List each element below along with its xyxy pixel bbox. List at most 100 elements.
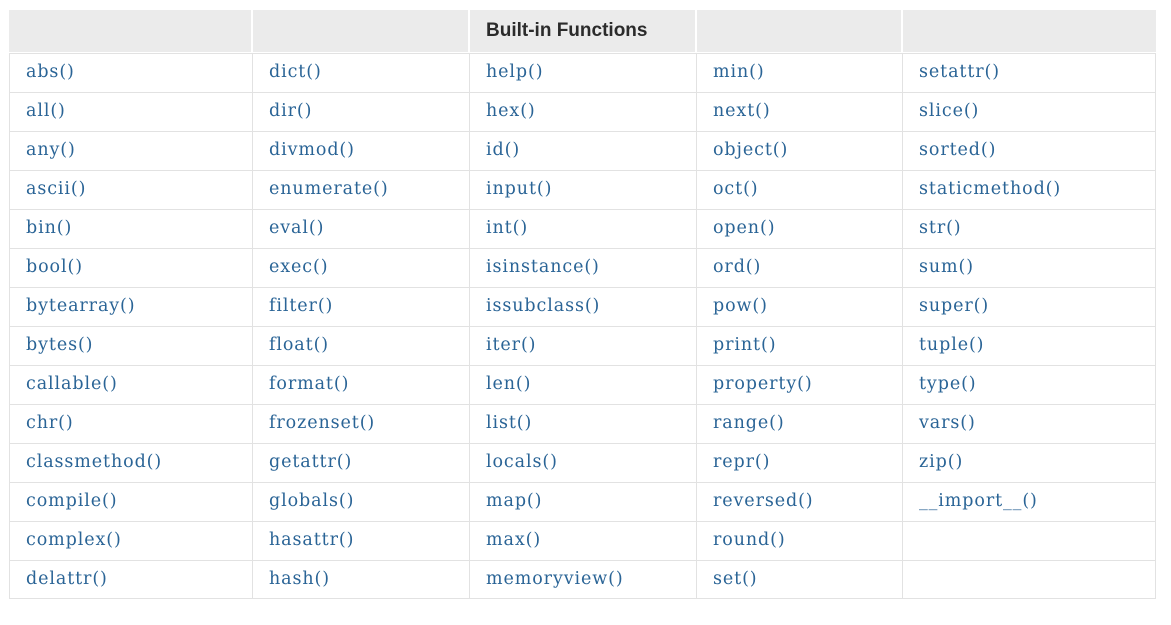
table-row: complex() hasattr() max() round() [9, 521, 1156, 560]
table-row: compile() globals() map() reversed() __impor… [9, 482, 1156, 521]
function-link[interactable]: object() [713, 140, 789, 160]
function-link[interactable]: hasattr() [269, 530, 355, 550]
table-cell: reversed() [697, 482, 903, 521]
function-link[interactable]: issubclass() [486, 296, 601, 316]
function-link[interactable]: open() [713, 218, 776, 238]
function-link[interactable]: slice() [919, 101, 980, 121]
function-link[interactable]: memoryview() [486, 568, 624, 589]
table-cell: all() [9, 92, 253, 131]
function-link[interactable]: pow() [713, 296, 768, 316]
function-link[interactable]: isinstance() [486, 257, 600, 277]
function-link[interactable]: hex() [486, 101, 536, 121]
function-link[interactable]: repr() [713, 452, 771, 472]
function-link[interactable]: max() [486, 530, 542, 550]
function-link[interactable]: help() [486, 62, 544, 82]
function-link[interactable]: exec() [269, 257, 329, 277]
function-link[interactable]: set() [713, 568, 758, 589]
function-link[interactable]: int() [486, 218, 529, 238]
function-link[interactable]: map() [486, 491, 543, 511]
table-cell: globals() [253, 482, 470, 521]
table-cell: input() [470, 170, 697, 209]
function-link[interactable]: compile() [26, 491, 118, 511]
function-link[interactable]: ascii() [26, 179, 87, 199]
function-link[interactable]: complex() [26, 530, 122, 550]
table-cell: divmod() [253, 131, 470, 170]
function-link[interactable]: callable() [26, 374, 118, 394]
function-link[interactable]: all() [26, 101, 66, 121]
table-cell: dir() [253, 92, 470, 131]
function-link[interactable]: super() [919, 296, 990, 316]
table-cell: enumerate() [253, 170, 470, 209]
function-link[interactable]: locals() [486, 452, 558, 472]
function-link[interactable]: globals() [269, 491, 355, 511]
function-link[interactable]: id() [486, 140, 521, 160]
function-link[interactable]: iter() [486, 335, 537, 355]
function-link[interactable]: input() [486, 179, 553, 199]
table-cell: pow() [697, 287, 903, 326]
function-link[interactable]: zip() [919, 452, 964, 472]
function-link[interactable]: tuple() [919, 335, 985, 355]
function-link[interactable]: property() [713, 374, 813, 394]
table-cell: compile() [9, 482, 253, 521]
function-link[interactable]: bool() [26, 257, 83, 277]
function-link[interactable]: next() [713, 101, 771, 121]
function-link[interactable]: getattr() [269, 452, 353, 472]
function-link[interactable]: sum() [919, 257, 975, 277]
function-link[interactable]: type() [919, 374, 977, 394]
table-row: all() dir() hex() next() slice() [9, 92, 1156, 131]
table-cell: next() [697, 92, 903, 131]
table-cell: ascii() [9, 170, 253, 209]
function-link[interactable]: reversed() [713, 491, 814, 511]
function-link[interactable]: enumerate() [269, 179, 389, 199]
table-cell: set() [697, 560, 903, 599]
function-link[interactable]: oct() [713, 179, 759, 199]
function-link[interactable]: any() [26, 140, 76, 160]
table-cell: format() [253, 365, 470, 404]
table-cell: eval() [253, 209, 470, 248]
table-cell: staticmethod() [903, 170, 1156, 209]
function-link[interactable]: float() [269, 335, 330, 355]
function-link[interactable]: eval() [269, 218, 325, 238]
function-link[interactable]: ord() [713, 257, 762, 277]
function-link[interactable]: range() [713, 413, 785, 433]
function-link[interactable]: setattr() [919, 62, 1000, 82]
function-link[interactable]: print() [713, 335, 777, 355]
function-link[interactable]: dir() [269, 101, 313, 121]
table-cell: issubclass() [470, 287, 697, 326]
function-link[interactable]: len() [486, 374, 532, 394]
table-cell: locals() [470, 443, 697, 482]
table-cell [903, 560, 1156, 599]
function-link[interactable]: format() [269, 374, 350, 394]
function-link[interactable]: hash() [269, 568, 331, 589]
function-link[interactable]: bytes() [26, 335, 94, 355]
table-cell: tuple() [903, 326, 1156, 365]
function-link[interactable]: delattr() [26, 568, 108, 589]
function-link[interactable]: round() [713, 530, 786, 550]
function-link[interactable]: abs() [26, 62, 75, 82]
function-link[interactable]: chr() [26, 413, 74, 433]
table-cell: vars() [903, 404, 1156, 443]
function-link[interactable]: bin() [26, 218, 73, 238]
table-cell: frozenset() [253, 404, 470, 443]
function-link[interactable]: classmethod() [26, 452, 163, 472]
table-cell: iter() [470, 326, 697, 365]
table-cell: print() [697, 326, 903, 365]
table-cell: zip() [903, 443, 1156, 482]
function-link[interactable]: sorted() [919, 140, 997, 160]
table-cell: super() [903, 287, 1156, 326]
function-link[interactable]: __import__() [919, 491, 1038, 511]
function-link[interactable]: bytearray() [26, 296, 136, 316]
function-link[interactable]: vars() [919, 413, 976, 433]
function-link[interactable]: min() [713, 62, 765, 82]
table-row: delattr() hash() memoryview() set() [9, 560, 1156, 599]
function-link[interactable]: frozenset() [269, 413, 376, 433]
function-link[interactable]: staticmethod() [919, 179, 1062, 199]
function-link[interactable]: dict() [269, 62, 322, 82]
function-link[interactable]: divmod() [269, 140, 355, 160]
table-row: ascii() enumerate() input() oct() staticmeth… [9, 170, 1156, 209]
function-link[interactable]: list() [486, 413, 533, 433]
function-link[interactable]: filter() [269, 296, 334, 316]
function-link[interactable]: str() [919, 218, 962, 238]
table-cell: open() [697, 209, 903, 248]
table-cell: memoryview() [470, 560, 697, 599]
